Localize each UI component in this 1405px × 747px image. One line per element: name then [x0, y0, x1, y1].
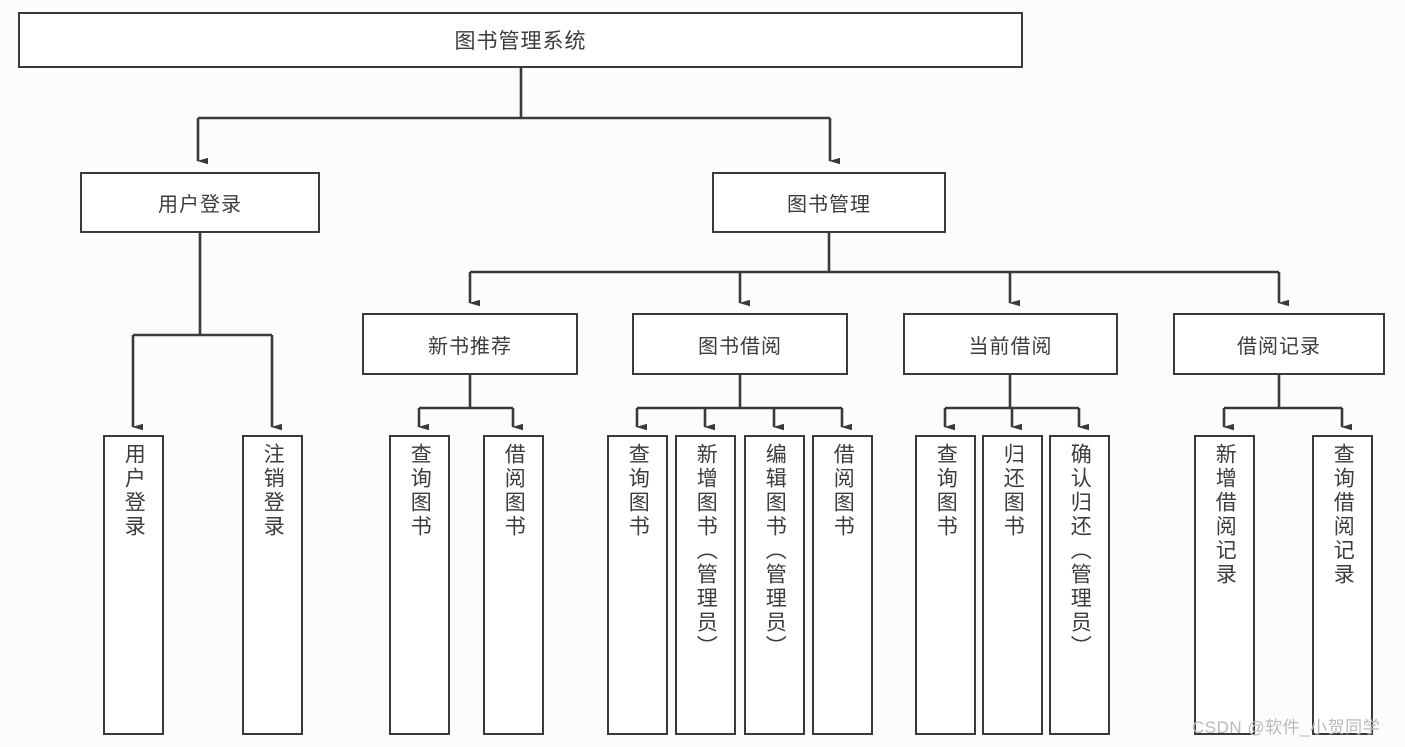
node-leaf-logout[interactable]: 注销登录 — [242, 435, 303, 735]
node-book-borrow[interactable]: 图书借阅 — [632, 313, 848, 375]
leaf-label: 查询图书 — [934, 443, 958, 539]
node-leaf-borrow-book-1[interactable]: 借阅图书 — [483, 435, 544, 735]
leaf-label: 注销登录 — [261, 443, 285, 539]
node-leaf-add-book[interactable]: 新增图书（管理员） — [675, 435, 736, 735]
node-leaf-query-record[interactable]: 查询借阅记录 — [1312, 435, 1373, 735]
node-leaf-borrow-book-2[interactable]: 借阅图书 — [812, 435, 873, 735]
leaf-label: 确认归还（管理员） — [1068, 443, 1092, 659]
node-leaf-user-login[interactable]: 用户登录 — [103, 435, 164, 735]
node-leaf-query-book-3[interactable]: 查询图书 — [915, 435, 976, 735]
node-root-system[interactable]: 图书管理系统 — [18, 12, 1023, 68]
node-leaf-query-book-2[interactable]: 查询图书 — [607, 435, 668, 735]
node-leaf-confirm-return[interactable]: 确认归还（管理员） — [1049, 435, 1110, 735]
leaf-label: 查询图书 — [408, 443, 432, 539]
leaf-label: 归还图书 — [1001, 443, 1025, 539]
csdn-watermark: CSDN @软件_小贺同学 — [1192, 718, 1381, 737]
node-new-book-recommend[interactable]: 新书推荐 — [362, 313, 578, 375]
leaf-label: 新增借阅记录 — [1213, 443, 1237, 587]
leaf-label: 新增图书（管理员） — [694, 443, 718, 659]
leaf-label: 查询借阅记录 — [1331, 443, 1355, 587]
leaf-label: 编辑图书（管理员） — [763, 443, 787, 659]
leaf-label: 借阅图书 — [831, 443, 855, 539]
node-user-login[interactable]: 用户登录 — [80, 172, 320, 233]
leaf-label: 查询图书 — [626, 443, 650, 539]
node-leaf-query-book-1[interactable]: 查询图书 — [389, 435, 450, 735]
node-leaf-add-record[interactable]: 新增借阅记录 — [1194, 435, 1255, 735]
node-current-borrow[interactable]: 当前借阅 — [903, 313, 1118, 375]
node-borrow-record[interactable]: 借阅记录 — [1173, 313, 1385, 375]
node-leaf-edit-book[interactable]: 编辑图书（管理员） — [744, 435, 805, 735]
node-leaf-return-book[interactable]: 归还图书 — [982, 435, 1043, 735]
leaf-label: 用户登录 — [122, 443, 146, 539]
leaf-label: 借阅图书 — [502, 443, 526, 539]
node-book-management[interactable]: 图书管理 — [712, 172, 946, 233]
